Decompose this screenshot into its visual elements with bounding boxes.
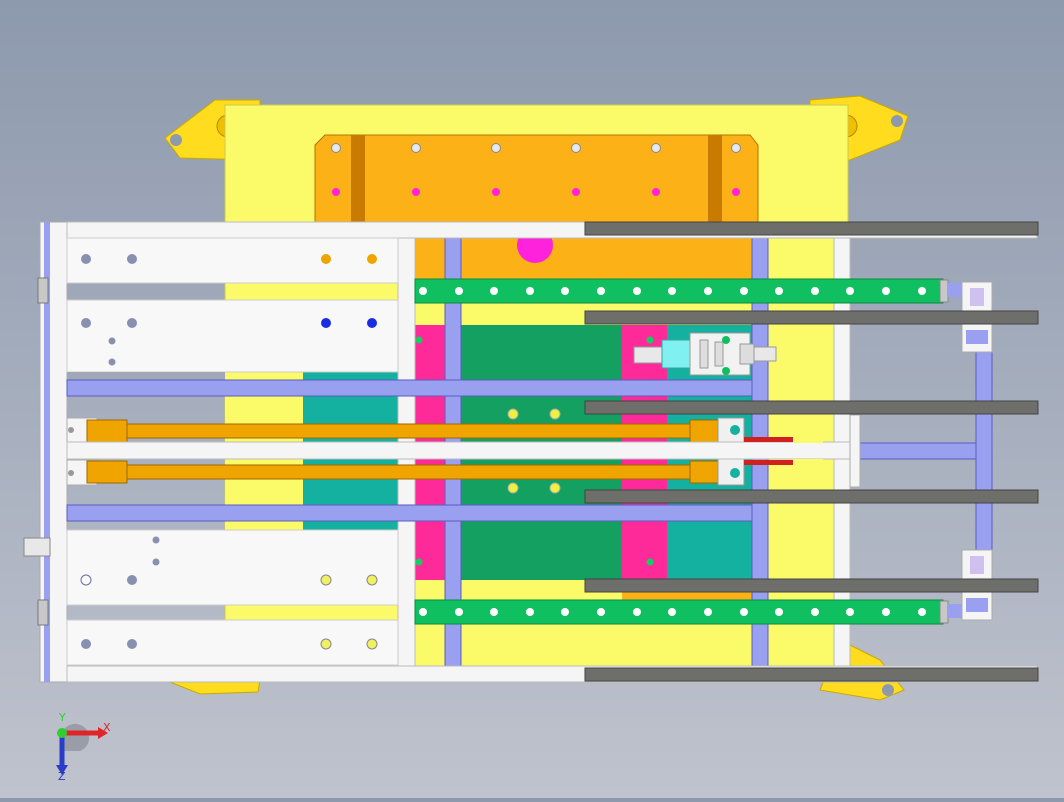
- grey-bar-6[interactable]: [584, 667, 1039, 682]
- guide-rod-horizontal-lower[interactable]: [66, 504, 753, 522]
- green-dots: [415, 336, 654, 566]
- grey-bar-2[interactable]: [584, 310, 1039, 325]
- white-block-right: [849, 414, 861, 488]
- orange-top-plate[interactable]: [314, 134, 759, 226]
- small-yellow-block-upper: [793, 415, 823, 443]
- yellow-dots: [507, 408, 561, 494]
- guide-rod-horizontal-right[interactable]: [859, 442, 977, 460]
- left-panel-2[interactable]: [66, 299, 399, 373]
- left-panel-1[interactable]: [66, 237, 399, 284]
- grey-bar-4[interactable]: [584, 489, 1039, 504]
- left-clamp-upper[interactable]: [37, 277, 49, 304]
- screw-heads-top-row: [331, 143, 741, 153]
- grey-bar-1[interactable]: [584, 221, 1039, 236]
- left-handle[interactable]: [23, 537, 51, 557]
- pneumatic-cylinder[interactable]: [633, 332, 777, 376]
- center-divider-beam: [66, 441, 861, 460]
- left-panel-holes: [80, 254, 378, 650]
- rail-end-caps: [939, 279, 962, 624]
- grey-bar-5[interactable]: [584, 578, 1039, 593]
- linear-rail-upper[interactable]: [414, 278, 944, 304]
- magenta-dowels-row: [332, 188, 740, 196]
- y-axis-dot-icon: [57, 728, 67, 738]
- grey-bar-3[interactable]: [584, 400, 1039, 415]
- triad-base-icon: [62, 723, 90, 751]
- red-link: [744, 437, 796, 442]
- rodless-cylinder-upper[interactable]: [66, 417, 745, 445]
- left-clamp-lower[interactable]: [37, 599, 49, 626]
- y-axis-label: Y: [59, 711, 66, 724]
- x-axis-label: X: [103, 721, 111, 734]
- coordinate-triad: X Y Z: [40, 711, 130, 785]
- z-axis-label: Z: [58, 770, 66, 783]
- rodless-cylinder-lower[interactable]: [66, 458, 745, 486]
- left-panel-3[interactable]: [66, 529, 399, 606]
- grey-strip: [67, 372, 225, 380]
- linear-rail-lower[interactable]: [414, 599, 944, 625]
- small-yellow-block-lower: [793, 459, 823, 487]
- frame-post-left-blue-edge: [44, 222, 50, 682]
- yellow-lower-area: [415, 622, 755, 665]
- left-panel-4[interactable]: [66, 619, 399, 666]
- guide-rod-horizontal-upper[interactable]: [66, 379, 753, 397]
- red-link-lower: [744, 460, 796, 465]
